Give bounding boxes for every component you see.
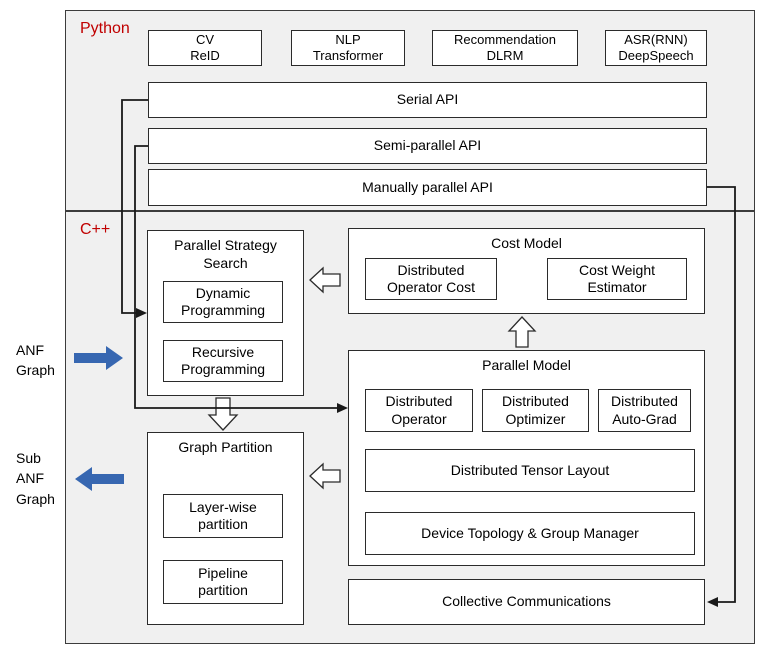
app-box-recommendation-dlrm: Recommendation DLRM xyxy=(432,30,578,66)
distributed-optimizer-box: Distributed Optimizer xyxy=(482,389,589,432)
cost-model-title: Cost Model xyxy=(491,235,562,251)
distributed-operator-box: Distributed Operator xyxy=(365,389,473,432)
distributed-auto-grad-box: Distributed Auto-Grad xyxy=(598,389,691,432)
distributed-operator-cost-box: Distributed Operator Cost xyxy=(365,258,497,300)
sub-anf-graph-label: Sub ANF Graph xyxy=(16,450,55,507)
semi-parallel-api-box: Semi-parallel API xyxy=(148,128,707,164)
parallel-strategy-search-title: Parallel Strategy Search xyxy=(174,237,277,271)
device-topology-group-manager-box: Device Topology & Group Manager xyxy=(365,512,695,555)
layer-wise-partition-box: Layer-wise partition xyxy=(163,494,283,538)
dynamic-programming-box: Dynamic Programming xyxy=(163,281,283,323)
recursive-programming-box: Recursive Programming xyxy=(163,340,283,382)
anf-graph-label: ANF Graph xyxy=(16,342,55,379)
parallel-model-title: Parallel Model xyxy=(482,357,571,373)
serial-api-box: Serial API xyxy=(148,82,707,118)
manually-parallel-api-box: Manually parallel API xyxy=(148,169,707,206)
pipeline-partition-box: Pipeline partition xyxy=(163,560,283,604)
app-box-nlp-transformer: NLP Transformer xyxy=(291,30,405,66)
distributed-tensor-layout-box: Distributed Tensor Layout xyxy=(365,449,695,492)
collective-communications-box: Collective Communications xyxy=(348,579,705,625)
app-box-cv-reid: CV ReID xyxy=(148,30,262,66)
graph-partition-title: Graph Partition xyxy=(178,439,273,455)
cpp-section-label: C++ xyxy=(80,221,111,238)
python-section-label: Python xyxy=(80,20,130,37)
cost-weight-estimator-box: Cost Weight Estimator xyxy=(547,258,687,300)
app-box-asr-deepspeech: ASR(RNN) DeepSpeech xyxy=(605,30,707,66)
